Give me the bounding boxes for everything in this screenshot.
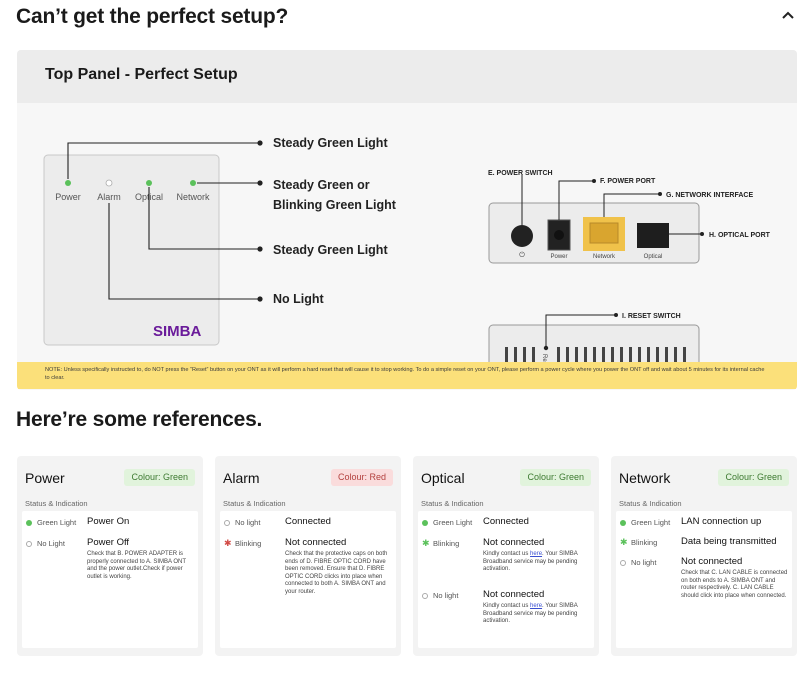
callout-steady-green-power: Steady Green Light xyxy=(273,136,388,150)
card-body: Green Light Power On No Light Power Off … xyxy=(22,511,198,648)
no-light-dot-icon xyxy=(620,559,626,566)
indicator-label: No Light xyxy=(37,539,65,548)
back-label-network: Network xyxy=(593,254,616,260)
reset-warning-note: NOTE: Unless specifically instructed to,… xyxy=(17,362,797,389)
ont-front-body xyxy=(43,154,220,346)
colour-badge: Colour: Red xyxy=(330,469,393,486)
alarm-led xyxy=(105,179,113,187)
colour-badge: Colour: Green xyxy=(124,469,195,486)
status-description: Kindly contact us here. Your SIMBA Broad… xyxy=(483,603,578,624)
label-power-port: F. POWER PORT xyxy=(600,178,656,185)
callout-steady-green-optical: Steady Green Light xyxy=(273,243,388,257)
power-switch-symbol: ⏻ xyxy=(519,251,525,259)
no-light-dot-icon xyxy=(422,592,428,599)
indicator-label: No light xyxy=(433,591,459,600)
blinking-green-icon: ✱ xyxy=(422,538,430,548)
status-value: Not connected xyxy=(483,589,545,600)
faq-header[interactable]: Can’t get the perfect setup? xyxy=(16,2,796,32)
status-description: Check that B. POWER ADAPTER is properly … xyxy=(87,551,186,580)
status-heading: Status & Indication xyxy=(421,499,484,508)
led-label-power: Power xyxy=(55,192,81,202)
status-value: Connected xyxy=(483,516,529,527)
green-dot-icon xyxy=(422,519,428,526)
status-description: Check that the protective caps on both e… xyxy=(285,551,388,595)
status-value: Connected xyxy=(285,516,331,527)
callout-steady-green-or: Steady Green or xyxy=(273,178,370,192)
status-value: Not connected xyxy=(681,556,743,567)
callout-blinking-green: Blinking Green Light xyxy=(273,198,397,212)
status-heading: Status & Indication xyxy=(25,499,88,508)
card-power: Power Colour: Green Status & Indication … xyxy=(17,456,203,656)
blinking-red-icon: ✱ xyxy=(224,538,232,548)
indicator-label: Blinking xyxy=(631,538,658,547)
card-alarm: Alarm Colour: Red Status & Indication No… xyxy=(215,456,401,656)
callout-line-power xyxy=(67,142,260,179)
indicator-label: Green Light xyxy=(37,518,77,527)
status-value: Data being transmitted xyxy=(681,536,777,547)
blinking-green-icon: ✱ xyxy=(620,537,628,547)
panel-title-bar: Top Panel - Perfect Setup xyxy=(17,50,797,103)
chevron-up-icon[interactable] xyxy=(780,8,796,24)
status-description: Check that C. LAN CABLE is connected on … xyxy=(681,570,788,599)
status-value: Power Off xyxy=(87,537,130,548)
card-network: Network Colour: Green Status & Indicatio… xyxy=(611,456,797,656)
green-dot-icon xyxy=(620,519,626,526)
optical-port xyxy=(637,223,669,248)
label-network-interface: G. NETWORK INTERFACE xyxy=(666,192,753,199)
status-value: Power On xyxy=(87,516,130,527)
card-body: No light Connected ✱Blinking Not connect… xyxy=(220,511,396,648)
callout-line-alarm xyxy=(108,203,260,300)
status-value: LAN connection up xyxy=(681,516,762,527)
status-heading: Status & Indication xyxy=(619,499,682,508)
card-body: Green Light LAN connection up ✱Blinking … xyxy=(616,511,792,648)
card-title: Network xyxy=(619,470,671,486)
card-body: Green Light Connected ✱Blinking Not conn… xyxy=(418,511,594,648)
callout-line-optical xyxy=(148,187,260,250)
led-label-alarm: Alarm xyxy=(97,192,121,202)
indicator-label: Green Light xyxy=(631,518,671,527)
reset-switch xyxy=(543,345,549,351)
status-heading: Status & Indication xyxy=(223,499,286,508)
card-title: Optical xyxy=(421,470,465,486)
card-optical: Optical Colour: Green Status & Indicatio… xyxy=(413,456,599,656)
references-title: Here’re some references. xyxy=(16,408,263,431)
status-description: Kindly contact us here. Your SIMBA Broad… xyxy=(483,551,578,572)
card-title: Power xyxy=(25,470,65,486)
led-label-network: Network xyxy=(176,192,210,202)
green-dot-icon xyxy=(26,519,32,526)
contact-here-link[interactable]: here xyxy=(530,603,543,609)
card-title: Alarm xyxy=(223,470,260,486)
indicator-label: No light xyxy=(631,558,657,567)
indicator-label: Green Light xyxy=(433,518,473,527)
status-value: Not connected xyxy=(285,537,347,548)
colour-badge: Colour: Green xyxy=(520,469,591,486)
label-power-switch: E. POWER SWITCH xyxy=(488,170,553,177)
no-light-dot-icon xyxy=(224,519,230,526)
contact-here-link[interactable]: here xyxy=(530,551,543,557)
label-optical-port: H. OPTICAL PORT xyxy=(709,232,771,239)
optical-led xyxy=(146,180,152,186)
power-switch xyxy=(511,225,533,247)
power-led xyxy=(65,180,71,186)
panel-title: Top Panel - Perfect Setup xyxy=(45,66,238,83)
no-light-dot-icon xyxy=(26,540,32,547)
setup-panel: Top Panel - Perfect Setup Power Alarm Op… xyxy=(17,50,797,390)
back-label-optical: Optical xyxy=(644,254,663,260)
network-led xyxy=(190,180,196,186)
indicator-label: Blinking xyxy=(433,539,460,548)
indicator-label: No light xyxy=(235,518,261,527)
ont-diagram: Power Alarm Optical Network SIMBA Steady… xyxy=(43,136,771,388)
label-reset-switch: I. RESET SWITCH xyxy=(622,313,681,320)
back-label-power: Power xyxy=(550,254,567,260)
indicator-label: Blinking xyxy=(235,539,262,548)
callout-no-light: No Light xyxy=(273,292,325,306)
colour-badge: Colour: Green xyxy=(718,469,789,486)
faq-title: Can’t get the perfect setup? xyxy=(16,5,289,28)
simba-logo: SIMBA xyxy=(153,323,202,340)
status-value: Not connected xyxy=(483,537,545,548)
